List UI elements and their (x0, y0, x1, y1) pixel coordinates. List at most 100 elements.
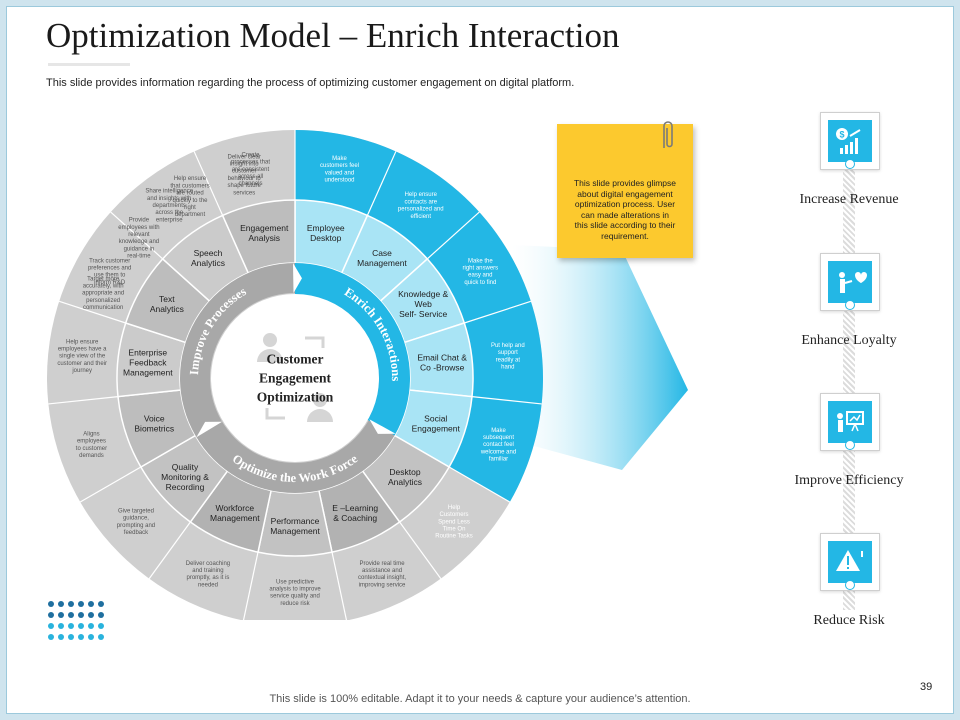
outer-ring-divider (48, 396, 119, 405)
outcome-icon-box (820, 393, 880, 451)
outer-ring-divider (79, 466, 142, 503)
note-line: optimization process. User (574, 199, 676, 209)
decorative-dot (68, 634, 74, 640)
outer-ring-divider (242, 551, 259, 620)
outer-ring-divider (448, 466, 511, 503)
band-arrow-notch (369, 419, 396, 434)
page-subtitle: This slide provides information regardin… (46, 77, 575, 89)
band-arrow-notch (292, 263, 302, 294)
outcome-connector-dot (845, 440, 855, 450)
note-line: can made alterations in (581, 209, 669, 220)
outer-ring-divider (426, 211, 480, 260)
outer-ring-divider (331, 551, 348, 620)
outer-ring-divider (110, 211, 164, 260)
decorative-dot (88, 623, 94, 629)
outer-ring-divider (58, 300, 126, 324)
outer-ring-divider (471, 396, 542, 405)
note-line: This slide provides glimpse (573, 178, 677, 188)
outcome-connector-dot (845, 300, 855, 310)
decorative-dot (88, 601, 94, 607)
center-circle (211, 294, 379, 462)
decorative-dot (98, 601, 104, 607)
revenue-chart-icon: $ (828, 120, 872, 162)
loyalty-heart-icon (828, 261, 872, 303)
outcome-label: Improve Efficiency (794, 473, 904, 488)
decorative-dot (98, 634, 104, 640)
people-exchange-icon (257, 333, 333, 422)
decorative-dot (88, 612, 94, 618)
decorative-dot (88, 634, 94, 640)
note-line: about digital engagement (577, 188, 673, 199)
decorative-dot (78, 601, 84, 607)
outcome-label: Increase Revenue (799, 192, 899, 207)
outer-ring-divider (366, 151, 397, 216)
decorative-dot (48, 601, 54, 607)
decorative-dot (58, 623, 64, 629)
decorative-dot (68, 623, 74, 629)
note-line: requirement. (601, 230, 649, 241)
band-arrow-notch (196, 421, 223, 438)
inner-band-improve (179, 263, 295, 436)
decorative-dot (48, 623, 54, 629)
presentation-board-icon (828, 401, 872, 443)
footer-note: This slide is 100% editable. Adapt it to… (269, 693, 691, 705)
outcome-label: Reduce Risk (813, 613, 885, 628)
inner-band-enrich (295, 263, 410, 436)
warning-triangle-icon (828, 541, 872, 583)
outcome-connector-dot (845, 580, 855, 590)
outer-ring-divider (193, 151, 224, 216)
decorative-dot (98, 623, 104, 629)
svg-text:$: $ (839, 130, 844, 140)
decorative-dot (58, 601, 64, 607)
decorative-dot (48, 634, 54, 640)
outer-ring-divider (148, 521, 191, 579)
decorative-dot (68, 612, 74, 618)
paperclip-icon (663, 121, 673, 148)
decorative-dot (78, 612, 84, 618)
outer-ring-divider (399, 521, 442, 579)
segment-label: Email Chat &Co -Browse (417, 353, 467, 373)
page-title: Optimization Model – Enrich Interaction (46, 16, 620, 55)
decorative-dot (78, 634, 84, 640)
decorative-dot (68, 601, 74, 607)
inner-band-workforce (195, 420, 395, 493)
page-number: 39 (920, 681, 933, 693)
pointer-shape (512, 245, 688, 470)
decorative-dot (58, 612, 64, 618)
segment-label: E –Learning& Coaching (332, 503, 378, 523)
outcome-connector-dot (845, 159, 855, 169)
